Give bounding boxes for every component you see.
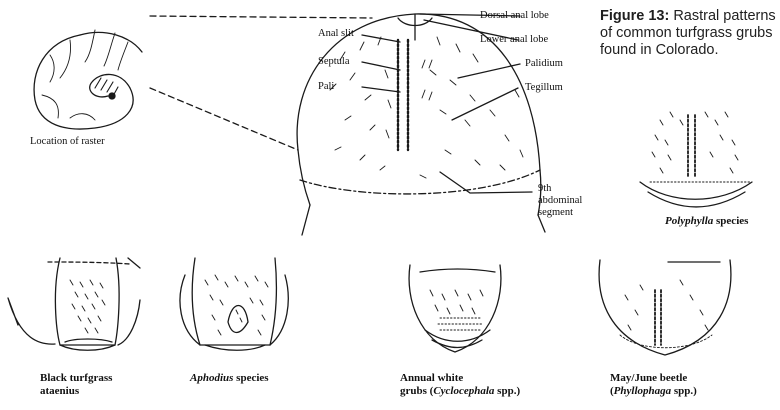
label-9th-segment-2: abdominal: [538, 195, 582, 207]
figure-caption: Figure 13: Rastral patterns of common tu…: [600, 8, 780, 59]
label-lower-anal-lobe: Lower anal lobe: [480, 34, 548, 46]
label-9th-segment-1: 9th: [538, 183, 551, 195]
label-palidium: Palidium: [525, 58, 563, 70]
phyllophaga-drawing: [599, 260, 731, 355]
caption-black-turfgrass-ataenius: Black turfgrass ataenius: [40, 372, 112, 398]
label-anal-slit: Anal slit: [318, 28, 354, 40]
label-location-of-raster: Location of raster: [30, 136, 105, 148]
label-pali: Pali: [318, 81, 334, 93]
figure-number: Figure 13:: [600, 8, 669, 24]
caption-aphodius: Aphodius species: [190, 372, 269, 385]
aphodius-species-drawing: [180, 258, 288, 350]
caption-polyphylla: Polyphylla species: [665, 215, 748, 228]
label-tegillum: Tegillum: [525, 82, 563, 94]
annual-white-grubs-drawing: [409, 265, 501, 352]
black-turfgrass-ataenius-drawing: [8, 258, 140, 350]
caption-phyllophaga: May/June beetle (Phyllophaga spp.): [610, 372, 697, 398]
polyphylla-drawing: [640, 112, 752, 207]
label-dorsal-anal-lobe: Dorsal anal lobe: [480, 10, 549, 22]
label-9th-segment-3: segment: [538, 207, 573, 219]
caption-annual-white-grubs: Annual white grubs (Cyclocephala spp.): [400, 372, 520, 398]
label-septula: Septula: [318, 56, 350, 68]
larva-drawing: [34, 30, 142, 129]
main-raster-drawing: [297, 14, 545, 235]
